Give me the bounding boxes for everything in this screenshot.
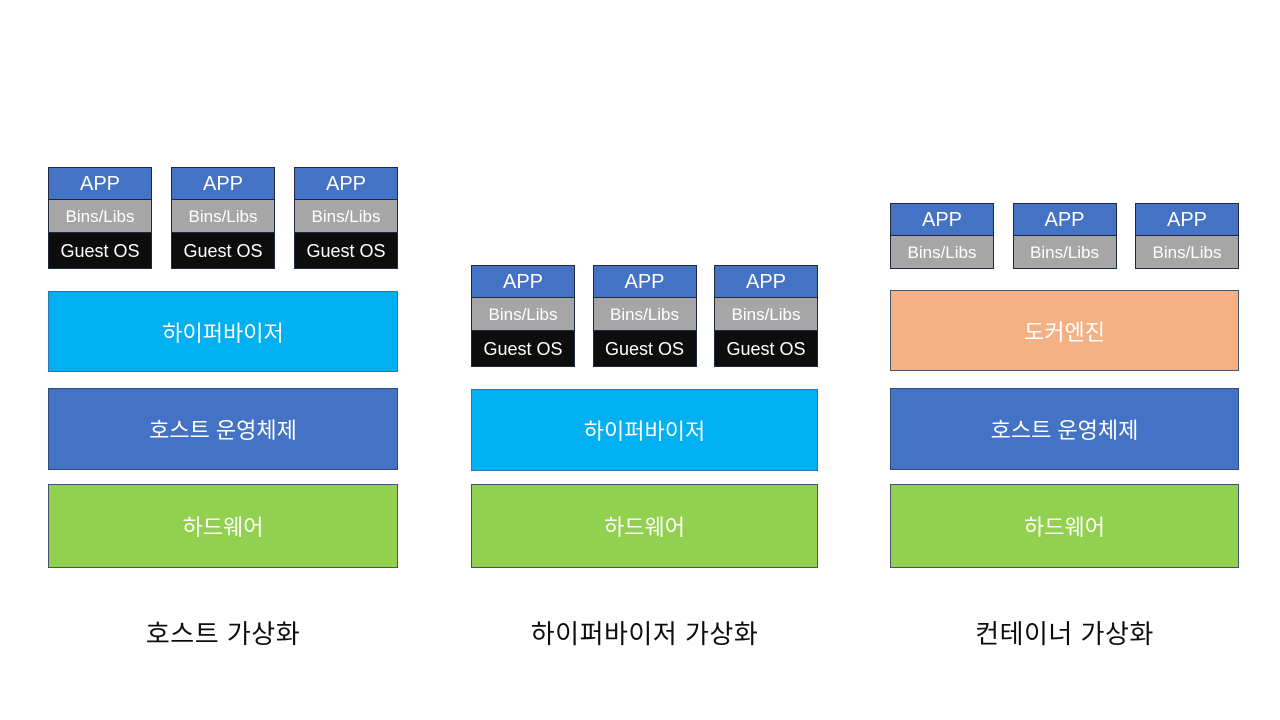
bins-libs-box: Bins/Libs <box>715 297 817 330</box>
column-caption: 컨테이너 가상화 <box>975 619 1154 649</box>
guest-os-box: Guest OS <box>172 232 274 268</box>
column-hypervisor-virtualization: APP Bins/Libs Guest OS APP Bins/Libs Gue… <box>471 0 818 720</box>
column-caption: 호스트 가상화 <box>145 619 301 649</box>
host-os-layer: 호스트 운영체제 <box>48 388 398 470</box>
app-box: APP <box>172 168 274 199</box>
app-box: APP <box>1136 204 1238 235</box>
guest-os-box: Guest OS <box>593 330 696 366</box>
hardware-layer: 하드웨어 <box>890 484 1239 568</box>
app-stack-row: APP Bins/Libs Guest OS APP Bins/Libs Gue… <box>48 167 398 269</box>
app-box: APP <box>891 204 993 235</box>
app-box: APP <box>593 266 696 297</box>
docker-engine-layer: 도커엔진 <box>890 290 1239 371</box>
guest-os-box: Guest OS <box>49 232 151 268</box>
hardware-layer: 하드웨어 <box>471 484 818 568</box>
bins-libs-box: Bins/Libs <box>172 199 274 232</box>
app-stack: APP Bins/Libs Guest OS <box>171 167 275 269</box>
column-host-virtualization: APP Bins/Libs Guest OS APP Bins/Libs Gue… <box>48 0 398 720</box>
app-stack: APP Bins/Libs Guest OS <box>294 167 398 269</box>
hypervisor-layer: 하이퍼바이저 <box>48 291 398 372</box>
app-box: APP <box>295 168 397 199</box>
app-stack: APP Bins/Libs Guest OS <box>471 265 575 367</box>
app-stack-row: APP Bins/Libs Guest OS APP Bins/Libs Gue… <box>471 265 818 367</box>
bins-libs-box: Bins/Libs <box>1013 235 1116 268</box>
app-stack: APP Bins/Libs Guest OS <box>592 265 697 367</box>
column-container-virtualization: APP Bins/Libs APP Bins/Libs APP Bins/Lib… <box>890 0 1239 720</box>
hypervisor-layer: 하이퍼바이저 <box>471 389 818 471</box>
bins-libs-box: Bins/Libs <box>891 235 993 268</box>
guest-os-box: Guest OS <box>295 232 397 268</box>
bins-libs-box: Bins/Libs <box>1136 235 1238 268</box>
app-box: APP <box>1013 204 1116 235</box>
app-box: APP <box>49 168 151 199</box>
app-box: APP <box>715 266 817 297</box>
app-stack-row: APP Bins/Libs APP Bins/Libs APP Bins/Lib… <box>890 203 1239 269</box>
column-caption: 하이퍼바이저 가상화 <box>530 619 759 649</box>
app-stack: APP Bins/Libs <box>1135 203 1239 269</box>
app-stack: APP Bins/Libs <box>1012 203 1117 269</box>
hardware-layer: 하드웨어 <box>48 484 398 568</box>
bins-libs-box: Bins/Libs <box>295 199 397 232</box>
bins-libs-box: Bins/Libs <box>49 199 151 232</box>
app-stack: APP Bins/Libs Guest OS <box>714 265 818 367</box>
host-os-layer: 호스트 운영체제 <box>890 388 1239 470</box>
app-stack: APP Bins/Libs Guest OS <box>48 167 152 269</box>
bins-libs-box: Bins/Libs <box>472 297 574 330</box>
guest-os-box: Guest OS <box>472 330 574 366</box>
bins-libs-box: Bins/Libs <box>593 297 696 330</box>
app-stack: APP Bins/Libs <box>890 203 994 269</box>
guest-os-box: Guest OS <box>715 330 817 366</box>
app-box: APP <box>472 266 574 297</box>
